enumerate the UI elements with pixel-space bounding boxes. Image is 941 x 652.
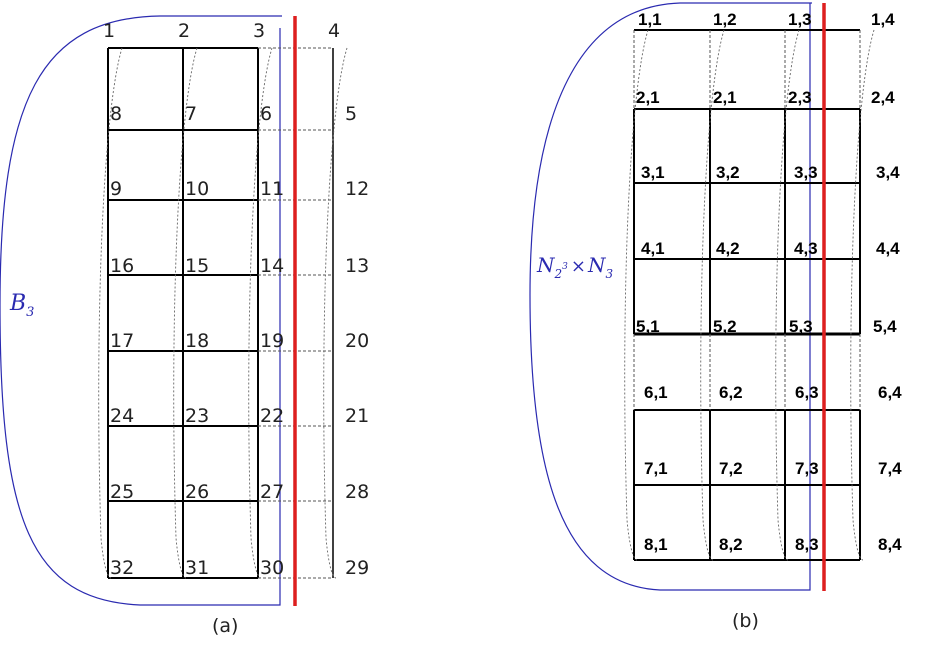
cell-label: 8,4 (878, 535, 902, 554)
cell-label: 12 (345, 178, 369, 200)
column-number-label: 1 (103, 20, 115, 42)
cell-label: 2,3 (788, 88, 812, 107)
cell-label: 7,3 (795, 459, 819, 478)
column-number-label: 2 (178, 20, 190, 42)
cell-label: 1,3 (788, 10, 812, 29)
cell-label: 7,4 (878, 459, 902, 478)
cell-label: 1,1 (638, 10, 662, 29)
cell-label: 6,3 (795, 383, 819, 402)
panel-b-dashed-guides (633, 30, 861, 410)
cell-label: 29 (345, 557, 369, 579)
curved-guide (173, 47, 198, 579)
panel-b-curved-guides (624, 29, 875, 561)
cell-label: 23 (185, 405, 209, 427)
cell-label: 5,4 (873, 317, 897, 336)
panel-b-grid (633, 29, 861, 561)
cell-label: 7,2 (719, 459, 743, 478)
cell-label: 20 (345, 330, 369, 352)
panel-a-caption: (a) (212, 615, 238, 637)
panel-b-cell-labels: 1,1 1,2 1,3 1,4 2,1 2,1 2,3 2,4 3,1 3,2 3,3 3,4 4,1 4… (636, 10, 902, 554)
cell-label: 7,1 (644, 459, 668, 478)
cell-label: 28 (345, 481, 369, 503)
cell-label: 7 (185, 103, 197, 125)
curved-guide (323, 47, 348, 579)
curved-guide (850, 29, 875, 561)
panel-b: 1,1 1,2 1,3 1,4 2,1 2,1 2,3 2,4 3,1 3,2 3,3 3,4 4,1 4… (529, 2, 902, 632)
curved-guide (98, 47, 123, 579)
cell-label: 4,1 (641, 239, 665, 258)
panel-a-grid (107, 47, 334, 579)
cell-label: 14 (260, 255, 284, 277)
cell-label: 21 (345, 405, 369, 427)
cell-label: 3,2 (716, 163, 740, 182)
cell-label: 4,3 (794, 239, 818, 258)
cell-label: 30 (260, 557, 284, 579)
cell-label: 10 (185, 178, 209, 200)
cell-label: 5,3 (789, 317, 813, 336)
cell-label: 6,4 (878, 383, 902, 402)
cell-label: 19 (260, 330, 284, 352)
panel-a-brace (0, 15, 282, 606)
cell-label: 8,1 (644, 535, 668, 554)
curved-guide (248, 47, 273, 579)
cell-label: 17 (110, 330, 134, 352)
cell-label: 1,4 (871, 10, 895, 29)
cell-label: 6,1 (644, 383, 668, 402)
cell-label: 31 (185, 557, 209, 579)
cell-label: 16 (110, 255, 134, 277)
cell-label: 22 (260, 405, 284, 427)
cell-label: 5,2 (713, 317, 737, 336)
panel-a-curved-guides (98, 47, 348, 579)
cell-label: 15 (185, 255, 209, 277)
cell-label: 5,1 (636, 317, 660, 336)
cell-label: 13 (345, 255, 369, 277)
cell-label: 25 (110, 481, 134, 503)
cell-label: 6,2 (719, 383, 743, 402)
cell-label: 18 (185, 330, 209, 352)
column-number-label: 3 (253, 20, 265, 42)
panel-b-brace-label: N23×N3 (536, 253, 613, 281)
cell-label: 5 (345, 103, 357, 125)
cell-label: 8,3 (795, 535, 819, 554)
cell-label: 27 (260, 481, 284, 503)
cell-label: 4,2 (716, 239, 740, 258)
cell-label: 8,2 (719, 535, 743, 554)
cell-label: 4,4 (876, 239, 900, 258)
column-number-label: 4 (328, 20, 340, 42)
cell-label: 32 (110, 557, 134, 579)
cell-label: 26 (185, 481, 209, 503)
cell-label: 1,2 (713, 10, 737, 29)
curved-guide (700, 29, 725, 561)
cell-label: 11 (260, 178, 284, 200)
cell-label: 2,1 (713, 88, 737, 107)
cell-label: 9 (110, 178, 122, 200)
curved-guide (775, 29, 800, 561)
cell-label: 3,4 (876, 163, 900, 182)
panel-a-brace-label: B3 (9, 291, 34, 320)
cell-label: 2,1 (636, 88, 660, 107)
cell-label: 3,1 (641, 163, 665, 182)
panel-b-caption: (b) (732, 610, 759, 632)
cell-label: 8 (110, 103, 122, 125)
cell-label: 2,4 (871, 88, 895, 107)
cell-label: 6 (260, 103, 272, 125)
panel-b-brace (529, 2, 812, 591)
cell-label: 24 (110, 405, 134, 427)
cell-label: 3,3 (794, 163, 818, 182)
curved-guide (624, 29, 649, 561)
